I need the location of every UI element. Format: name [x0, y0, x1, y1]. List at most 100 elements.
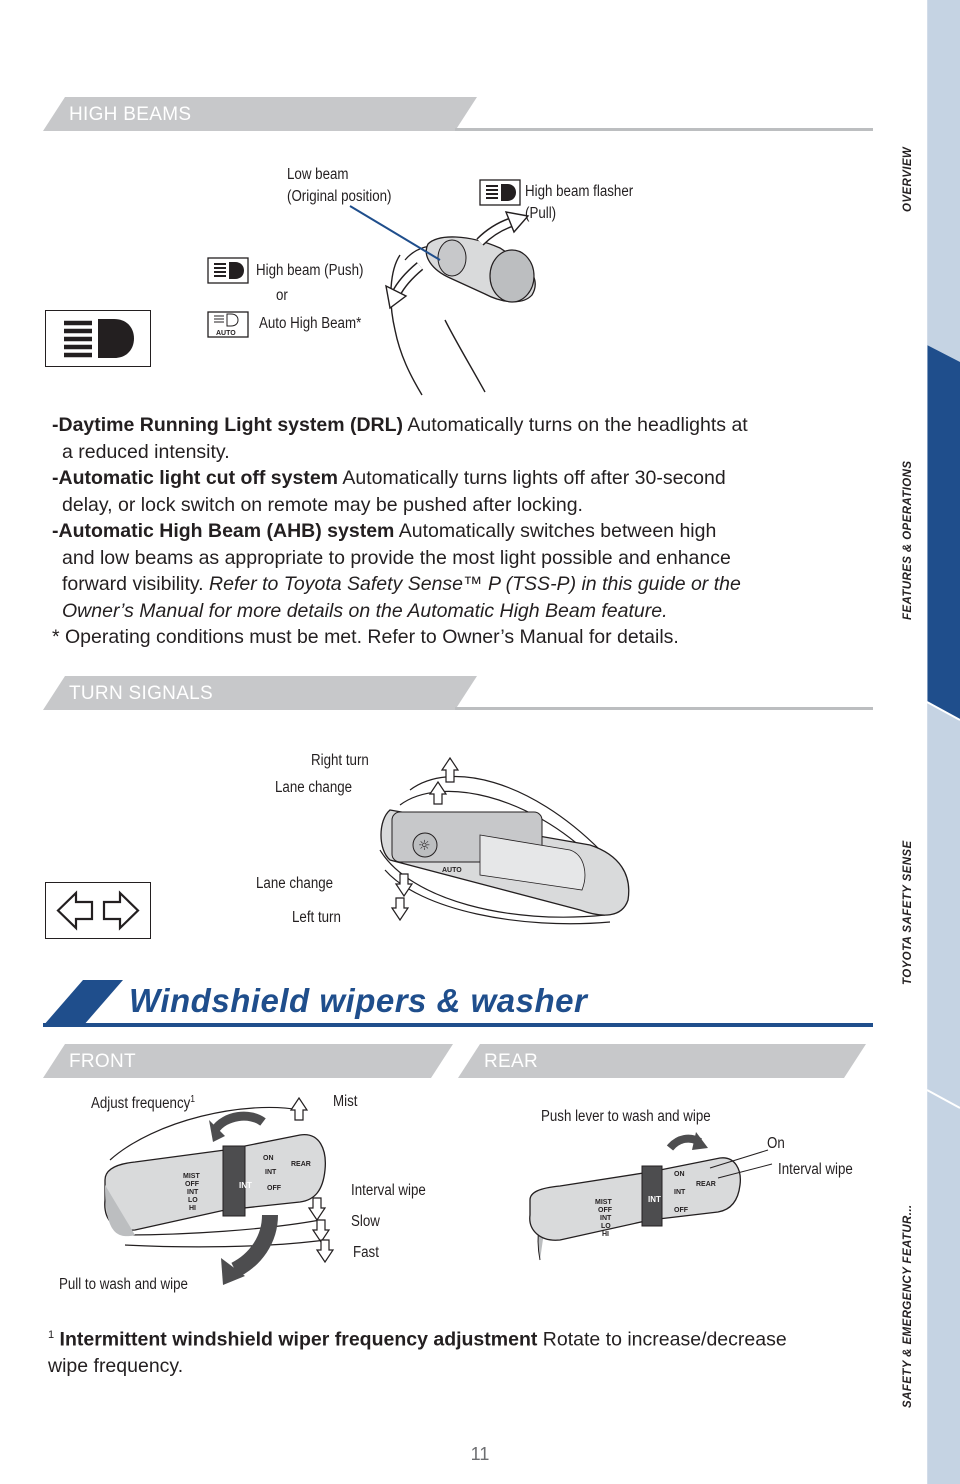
note-sup: 1 [48, 1329, 55, 1341]
high-beam-icon [45, 310, 151, 367]
drl-text: Automatically turns on the headlights at [403, 414, 748, 436]
ahb-continuation: and low beams as appropriate to provide … [62, 546, 731, 569]
cutoff-continuation: delay, or lock switch on remote may be p… [62, 493, 583, 516]
front-wiper-lever-illustration: MIST OFF INT LO HI ON INT OFF REAR INT [104, 1096, 335, 1285]
nav-toyota-safety-sense[interactable]: TOYOTA SAFETY SENSE [902, 840, 914, 985]
note-continuation: wipe frequency. [48, 1355, 184, 1377]
nav-features-operations[interactable]: FEATURES & OPERATIONS [902, 460, 914, 620]
adjust-frequency-label: Adjust frequency1 [91, 1094, 195, 1113]
turn-signals-tab: TURN SIGNALS [43, 676, 477, 710]
svg-text:INT: INT [265, 1169, 277, 1176]
note-text: Rotate to increase/decrease [537, 1328, 787, 1351]
svg-text:OFF: OFF [598, 1207, 613, 1214]
section-rule [455, 707, 873, 710]
drl-paragraph: -Daytime Running Light system (DRL) Auto… [52, 412, 852, 439]
note-bold: Intermittent windshield wiper frequency … [54, 1328, 538, 1351]
svg-text:INT: INT [648, 1195, 661, 1204]
high-beam-push-label: High beam (Push) [256, 262, 364, 279]
drl-continuation: a reduced intensity. [62, 440, 230, 463]
ahb-italic-1: Refer to Toyota Safety Sense™ P (TSS-P) … [209, 573, 741, 595]
lane-change-top-label: Lane change [275, 779, 353, 796]
front-header: FRONT [43, 1044, 453, 1078]
rear-tab: REAR [458, 1044, 866, 1078]
operating-conditions-footnote: * Operating conditions must be met. Refe… [52, 626, 679, 648]
high-beam-lever-illustration: AUTO [207, 179, 536, 396]
section-rule [455, 128, 873, 131]
svg-text:ON: ON [263, 1155, 274, 1162]
or-label: or [276, 287, 288, 304]
low-beam-label: Low beam [287, 166, 349, 183]
windshield-title-bar: Windshield wipers & washer [43, 980, 873, 1028]
nav-overview[interactable]: OVERVIEW [902, 146, 914, 212]
nav-safety-emergency[interactable]: SAFETY & EMERGENCY FEATUR... [902, 1204, 914, 1408]
svg-text:REAR: REAR [291, 1161, 311, 1168]
ahb-italic-2: Owner’s Manual for more details on the A… [62, 599, 668, 622]
svg-text:INT: INT [674, 1189, 686, 1196]
flasher-sublabel: (Pull) [525, 205, 557, 222]
svg-text:MIST: MIST [595, 1199, 612, 1206]
cutoff-paragraph: -Automatic light cut off system Automati… [52, 465, 852, 492]
high-beams-tab: HIGH BEAMS [43, 97, 477, 131]
svg-text:REAR: REAR [696, 1181, 716, 1188]
ahb-continuation-3: Owner’s Manual for more details on the A… [52, 598, 852, 625]
svg-text:ON: ON [674, 1171, 685, 1178]
high-beams-header: HIGH BEAMS [43, 97, 873, 131]
adjust-frequency-sup: 1 [190, 1094, 196, 1105]
on-label: On [767, 1135, 785, 1152]
windshield-title: Windshield wipers & washer [129, 982, 588, 1019]
flasher-label: High beam flasher [525, 183, 634, 200]
high-beam-push-icon [207, 257, 249, 284]
svg-text:HI: HI [189, 1205, 196, 1212]
ahb-text: Automatically switches between high [394, 520, 717, 542]
rear-wiper-lever-illustration: MIST OFF INT LO HI ON INT OFF REAR INT [529, 1132, 773, 1261]
right-turn-label: Right turn [311, 752, 369, 769]
high-beams-description: -Daytime Running Light system (DRL) Auto… [52, 412, 852, 651]
left-turn-label: Left turn [292, 909, 341, 926]
svg-text:OFF: OFF [185, 1181, 200, 1188]
svg-text:INT: INT [239, 1181, 252, 1190]
svg-text:AUTO: AUTO [216, 330, 236, 337]
svg-text:INT: INT [600, 1215, 612, 1222]
turn-signal-icon [45, 882, 151, 939]
turn-signals-header: TURN SIGNALS [43, 676, 873, 710]
ahb-continuation-2: forward visibility. Refer to Toyota Safe… [52, 571, 852, 598]
page-number: 11 [470, 1444, 490, 1464]
slow-label: Slow [351, 1213, 380, 1230]
drl-bold: -Daytime Running Light system (DRL) [52, 414, 404, 436]
lane-change-bottom-label: Lane change [256, 875, 334, 892]
interval-wipe-front-label: Interval wipe [351, 1182, 426, 1199]
svg-text:LO: LO [601, 1223, 611, 1230]
svg-text:LO: LO [188, 1197, 198, 1204]
svg-text:HI: HI [602, 1231, 609, 1238]
adjust-frequency-text: Adjust frequency [91, 1095, 191, 1113]
fast-label: Fast [353, 1244, 379, 1261]
high-beam-flasher-icon [479, 179, 521, 206]
mist-label: Mist [333, 1093, 358, 1110]
turn-signals-title: TURN SIGNALS [69, 683, 214, 704]
svg-text:MIST: MIST [183, 1173, 200, 1180]
cutoff-bold: -Automatic light cut off system [52, 467, 339, 489]
push-lever-label: Push lever to wash and wipe [541, 1108, 711, 1125]
wiper-frequency-line: 1 Intermittent windshield wiper frequenc… [48, 1322, 878, 1353]
high-beams-title: HIGH BEAMS [69, 104, 192, 125]
rear-title: REAR [484, 1051, 538, 1072]
pull-wash-label: Pull to wash and wipe [59, 1276, 188, 1293]
turn-signal-lever-illustration: ☼ AUTO [379, 756, 630, 925]
side-navigation [927, 0, 960, 1484]
auto-high-beam-label: Auto High Beam* [259, 315, 362, 332]
svg-text:INT: INT [187, 1189, 199, 1196]
wiper-frequency-note: 1 Intermittent windshield wiper frequenc… [48, 1322, 878, 1380]
ahb-text-2: forward visibility. [62, 573, 210, 595]
cutoff-text: Automatically turns lights off after 30-… [338, 467, 726, 489]
svg-text:OFF: OFF [674, 1207, 689, 1214]
ahb-bold: -Automatic High Beam (AHB) system [52, 520, 395, 542]
low-beam-sublabel: (Original position) [287, 188, 392, 205]
svg-text:☼: ☼ [418, 838, 431, 854]
ahb-paragraph: -Automatic High Beam (AHB) system Automa… [52, 518, 852, 545]
interval-wipe-rear-label: Interval wipe [778, 1161, 853, 1178]
svg-text:AUTO: AUTO [442, 867, 462, 874]
rear-header: REAR [458, 1044, 866, 1078]
svg-text:OFF: OFF [267, 1185, 282, 1192]
auto-high-beam-icon: AUTO [207, 311, 249, 338]
front-title: FRONT [69, 1051, 136, 1072]
